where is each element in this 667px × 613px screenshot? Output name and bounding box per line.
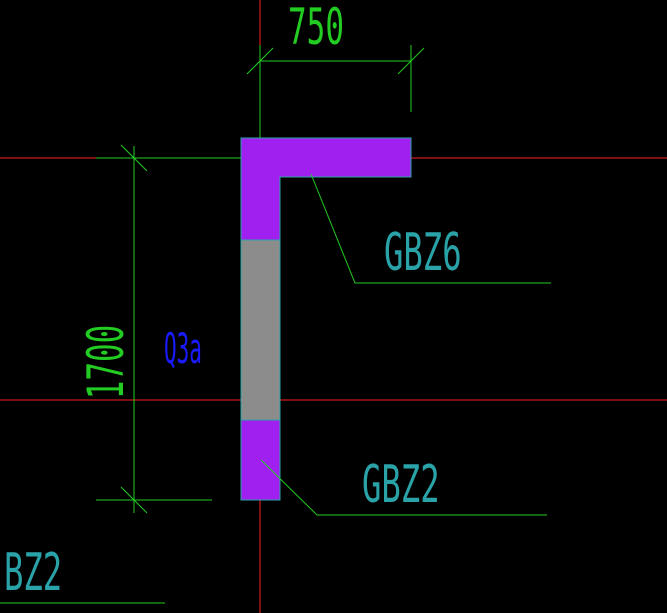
label-bz2-partial: BZ2 [4, 543, 62, 603]
wall-elements [240, 137, 412, 501]
dimension-height [96, 144, 241, 514]
label-wall-q3a: Q3a [164, 324, 202, 373]
dimension-width-tick-left [246, 47, 274, 75]
dimension-height-tick-top [120, 144, 148, 172]
boundary-element-gbz6 [240, 137, 412, 241]
wall-segment-q3a [240, 239, 281, 421]
dimension-width-text: 750 [288, 0, 344, 56]
leader-gbz6 [310, 173, 551, 284]
dimension-width-tick-right [397, 47, 425, 75]
leader-gbz2 [260, 459, 547, 516]
label-gbz2: GBZ2 [362, 455, 440, 515]
dimension-height-text: 1700 [76, 325, 135, 400]
dimension-width [246, 45, 425, 138]
boundary-element-gbz2 [240, 419, 281, 501]
leader-lines [0, 173, 551, 604]
dimension-height-tick-bottom [120, 486, 148, 514]
label-gbz6: GBZ6 [384, 223, 462, 283]
